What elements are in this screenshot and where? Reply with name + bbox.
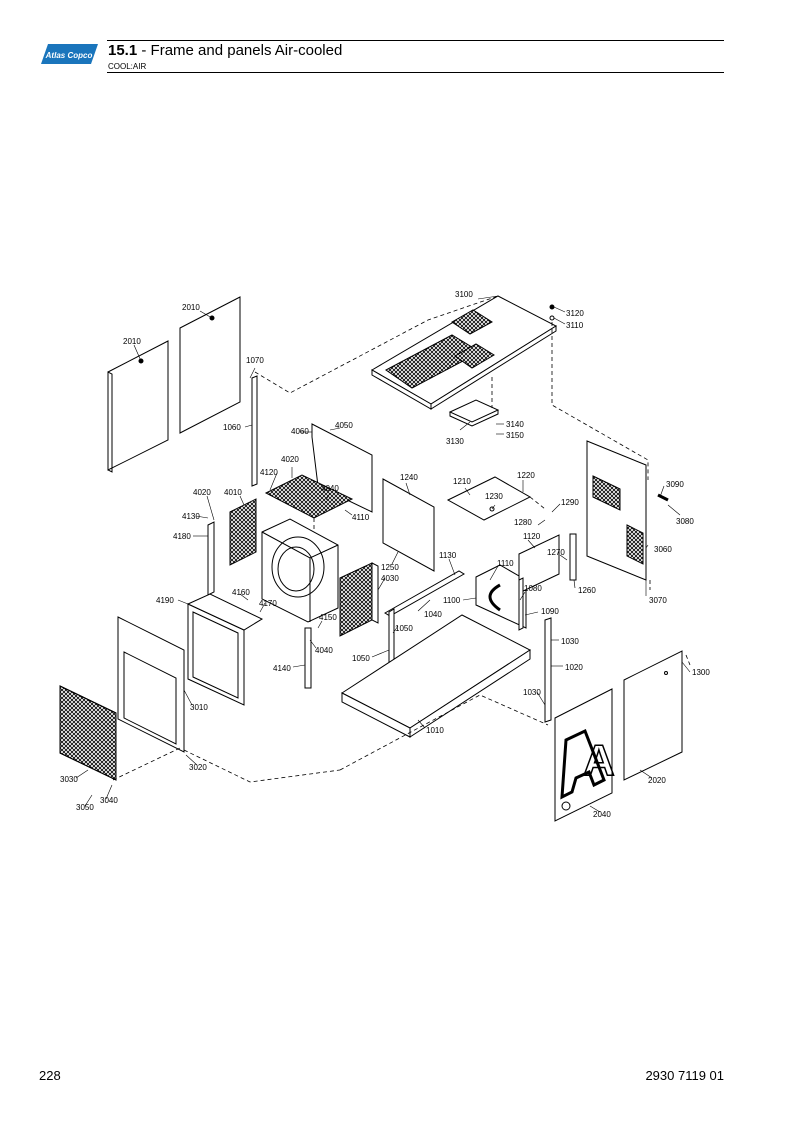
callout: 4190 [156,596,174,605]
page-number: 228 [39,1068,61,1083]
callout: 3080 [676,517,694,526]
section-title: Frame and panels Air-cooled [150,42,343,59]
document-number: 2930 7119 01 [645,1068,724,1083]
callout: 3050 [76,803,94,812]
callout: 1010 [426,726,444,735]
callout: 1240 [400,473,418,482]
callout: 4180 [173,532,191,541]
callout: 1030 [523,688,541,697]
callout: 3010 [190,703,208,712]
callout: 1070 [246,356,264,365]
section-separator: - [137,42,151,59]
section-number: 15.1 [108,42,138,59]
callout: 1110 [497,559,514,568]
callout: 2020 [648,776,666,785]
page-title: 15.1 - Frame and panels Air-cooled [108,42,342,59]
callout: 1030 [561,637,579,646]
post-1050 [388,608,395,667]
callout: 1260 [578,586,596,595]
callout: 3060 [654,545,672,554]
callout: 4040 [315,646,333,655]
callout: 1300 [692,668,710,677]
callout: 2040 [593,810,611,819]
callout: 4110 [352,513,370,522]
bracket-4130 [207,521,215,596]
callout: 4130 [182,512,200,521]
corner-post-1060 [251,375,258,487]
callout: 4010 [224,488,242,497]
callout: 4020 [193,488,211,497]
callout: 1270 [547,548,565,557]
bracket-1090 [518,577,524,631]
callout: 1250 [381,563,399,572]
bracket-3130 [448,399,500,423]
callout: 3120 [566,309,584,318]
header-bottom-rule [107,72,724,73]
callout: 4170 [259,599,277,608]
callout: 3150 [506,431,524,440]
callout: 1290 [561,498,579,507]
header-top-rule [107,40,724,41]
callout: 4040 [321,484,339,493]
bracket-1260 [569,533,577,581]
logo-text: Atlas Copco [45,51,93,60]
callout: 1020 [565,663,583,672]
callout: 1100 [443,596,461,605]
callout: 3040 [100,796,118,805]
callout: 3110 [566,321,584,330]
callout: 1050 [395,624,413,633]
callout: 1280 [514,518,532,527]
callout: 4150 [319,613,337,622]
bracket-4140 [304,627,312,689]
callout: 3100 [455,290,473,299]
callout: 3070 [649,596,667,605]
callout: 4050 [335,421,353,430]
callout: 4030 [381,574,399,583]
callout: 1050 [352,654,370,663]
callout: 1080 [524,584,542,593]
filter-4120 [264,474,354,519]
fan-wheel [271,536,325,598]
callout: 4140 [273,664,291,673]
page-subtitle: COOL:AIR [108,62,147,71]
callout: 1130 [439,551,457,560]
filter-4030 [339,562,373,637]
callout: 4020 [281,455,299,464]
callout: 1090 [541,607,559,616]
front-panel-2040 [554,688,613,822]
callout: 1060 [223,423,241,432]
panel-1100 [475,564,527,629]
atlas-copco-logo: Atlas Copco [41,42,98,66]
callout: 1220 [517,471,535,480]
grille-3030 [59,685,117,781]
callout: 4060 [291,427,309,436]
door-panel-2010-front [107,340,169,471]
filter-4010 [229,498,257,566]
panel-logo-letter: A [583,736,615,785]
callout: 1230 [485,492,503,501]
callout-labels: 3100 3120 3110 2010 2010 1070 1060 4060 … [60,290,710,819]
door-panel-2010-rear [179,296,241,434]
side-panel-1240 [382,478,435,572]
callout: 2010 [182,303,200,312]
callout: 3090 [666,480,684,489]
callout: 2010 [123,337,141,346]
callout: 4120 [260,468,278,477]
callout: 1210 [453,477,471,486]
callout: 4160 [232,588,250,597]
corner-post-1020 [544,617,552,723]
callout: 1120 [523,532,541,541]
callout: 1040 [424,610,442,619]
rail-1130 [384,570,465,617]
callout: 3140 [506,420,524,429]
callout: 3030 [60,775,78,784]
callout: 3020 [189,763,207,772]
side-panel-2020 [623,650,683,781]
callout: 3130 [446,437,464,446]
